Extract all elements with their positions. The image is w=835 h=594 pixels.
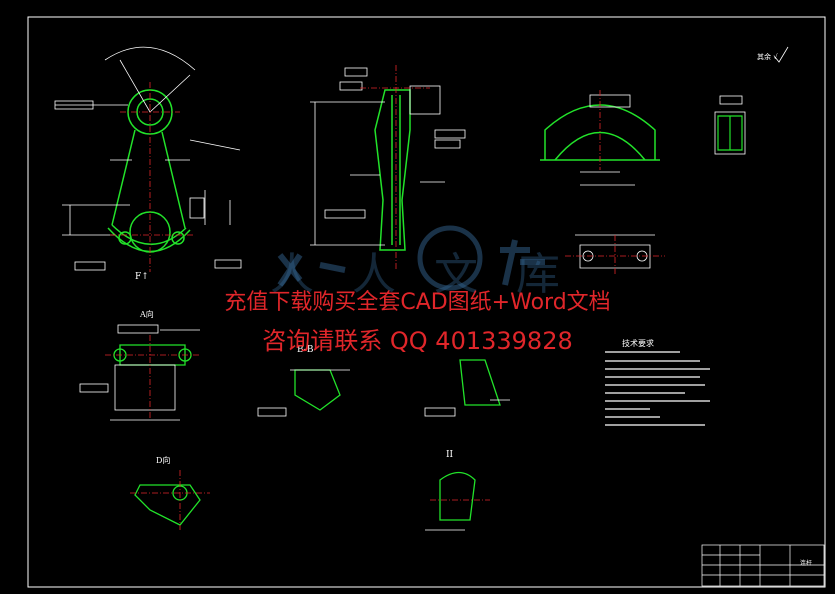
brand-watermark — [277, 225, 545, 291]
view-label-f: F↑ — [135, 272, 149, 282]
tech-req-lines — [605, 351, 710, 426]
side-rod-view — [374, 89, 411, 251]
bb-section — [294, 369, 341, 411]
view-label-ii: II — [446, 450, 454, 460]
view-label-a: A向 — [140, 310, 154, 319]
promo-text-line1: 充值下载购买全套CAD图纸+Word文档 — [224, 290, 611, 315]
main-rod-dims — [54, 46, 242, 271]
title-block-label: 连杆 — [800, 560, 813, 567]
detail-section — [459, 359, 501, 406]
brand-watermark-text: 人人文库 — [270, 249, 598, 300]
main-rod-centerlines — [110, 82, 195, 272]
drawing-border — [27, 16, 826, 588]
roughness-label: 其余 √ — [757, 53, 778, 61]
d-view — [134, 484, 201, 526]
promo-text-line2: 咨询请联系 QQ 401339828 — [262, 327, 573, 355]
view-label-d: D向 — [156, 456, 171, 465]
roughness-symbol — [774, 46, 789, 63]
view-label-bb: B-B — [297, 345, 314, 355]
tech-req-title: 技术要求 — [622, 339, 654, 348]
title-block — [701, 544, 825, 587]
main-rod-view — [107, 89, 191, 253]
side-rod-centerline — [360, 65, 430, 270]
ii-detail — [439, 471, 476, 521]
side-rod-dims — [310, 67, 466, 246]
